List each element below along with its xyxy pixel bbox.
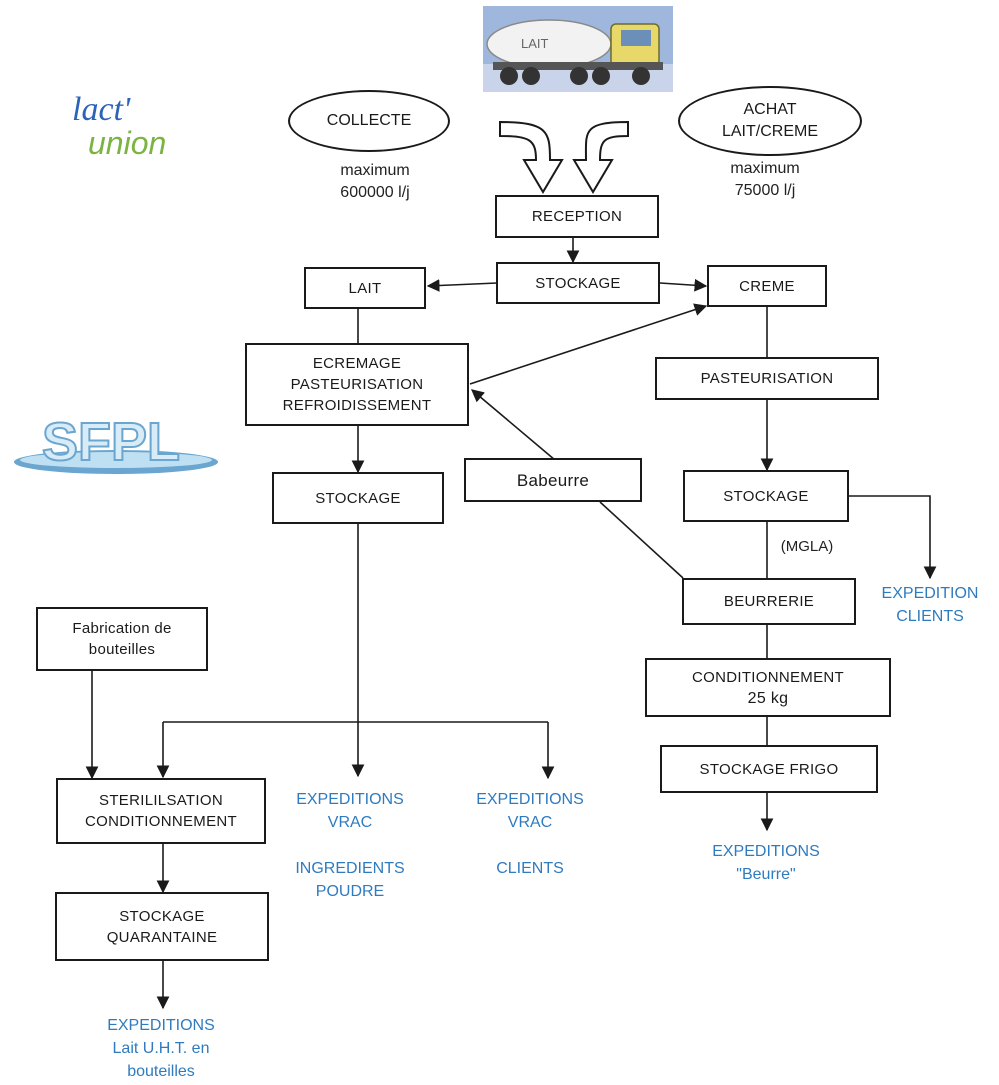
quarantaine-line1: STOCKAGE	[119, 907, 205, 925]
lait-box: LAIT	[304, 267, 426, 309]
output-expeditions-uht-line3: bouteilles	[127, 1063, 195, 1080]
ecremage-line1: ECREMAGE	[312, 355, 402, 372]
truck-label: LAIT	[521, 36, 549, 51]
milk-truck-illustration: LAIT	[483, 6, 673, 92]
sterilisation-line1: STERILILSATION	[99, 792, 223, 809]
output-expeditions-uht: EXPEDITIONS Lait U.H.T. en bouteilles	[78, 1014, 244, 1083]
quarantaine-box: STOCKAGE QUARANTAINE	[55, 892, 269, 961]
quarantaine-line2: QUARANTAINE	[106, 928, 218, 946]
ecremage-box: ECREMAGE PASTEURISATION REFROIDISSEMENT	[245, 343, 469, 426]
output-expeditions-beurre-line2: "Beurre"	[736, 866, 796, 883]
beurrerie-to-babeurre-branch	[599, 501, 684, 579]
achat-node: ACHAT LAIT/CREME	[678, 86, 862, 156]
stockage-lait-label: STOCKAGE	[315, 489, 401, 507]
reception-box: RECEPTION	[495, 195, 659, 238]
collecte-capacity-line1: maximum	[340, 162, 410, 179]
output-expeditions-beurre-line1: EXPEDITIONS	[712, 843, 820, 860]
creme-box: CREME	[707, 265, 827, 307]
pasteurisation-box: PASTEURISATION	[655, 357, 879, 400]
svg-text:union: union	[88, 125, 166, 161]
sfpl-logo: SFPL	[14, 411, 218, 474]
conditionnement-line1: CONDITIONNEMENT	[692, 668, 844, 686]
collecte-capacity: maximum 600000 l/j	[300, 160, 450, 204]
output-vrac-clients-line1: EXPEDITIONS	[476, 791, 584, 808]
stockage-to-lait	[426, 279, 498, 292]
svg-text:SFPL: SFPL	[42, 412, 180, 472]
output-expeditions-uht-line2: Lait U.H.T. en	[112, 1040, 210, 1057]
stockage-to-creme	[659, 278, 708, 292]
mgla-label: (MGLA)	[780, 538, 834, 555]
reception-label: RECEPTION	[531, 208, 623, 225]
babeurre-label: Babeurre	[516, 470, 590, 490]
output-vrac-ingredients-line4: POUDRE	[315, 883, 385, 900]
stockage-creme-label: STOCKAGE	[723, 487, 809, 505]
output-vrac-clients: EXPEDITIONS VRAC CLIENTS	[452, 788, 608, 880]
svg-text:lact': lact'	[72, 91, 131, 128]
output-vrac-ingredients-line2: VRAC	[327, 814, 373, 831]
intake-arrow-right	[572, 120, 629, 194]
collecte-label: COLLECTE	[326, 112, 412, 129]
ecremage-line3: REFROIDISSEMENT	[282, 397, 432, 414]
stockage-creme-to-clients	[849, 495, 937, 580]
output-expedition-clients-line2: CLIENTS	[896, 608, 964, 625]
output-vrac-ingredients: EXPEDITIONS VRAC INGREDIENTS POUDRE	[272, 788, 428, 903]
output-vrac-clients-line3: CLIENTS	[496, 860, 564, 877]
beurrerie-box: BEURRERIE	[682, 578, 856, 625]
output-expeditions-uht-line1: EXPEDITIONS	[107, 1017, 215, 1034]
fabrication-box: Fabrication de bouteilles	[36, 607, 208, 671]
collecte-node: COLLECTE	[288, 90, 450, 152]
output-vrac-clients-line2: VRAC	[507, 814, 553, 831]
achat-label-line1: ACHAT	[743, 101, 797, 118]
stockage-frigo-label: STOCKAGE FRIGO	[699, 760, 839, 778]
conditionnement-line2: 25 kg	[747, 689, 789, 707]
conditionnement-box: CONDITIONNEMENT 25 kg	[645, 658, 891, 717]
babeurre-to-ecremage	[471, 389, 556, 461]
ecremage-line2: PASTEURISATION	[290, 376, 424, 393]
achat-label-line2: LAIT/CREME	[721, 123, 818, 140]
output-expedition-clients-line1: EXPEDITION	[881, 585, 979, 602]
stockage-main-box: STOCKAGE	[496, 262, 660, 304]
pasteurisation-label: PASTEURISATION	[700, 370, 834, 387]
achat-capacity-line1: maximum	[730, 160, 800, 177]
beurrerie-label: BEURRERIE	[723, 593, 815, 610]
stockage-creme-box: STOCKAGE	[683, 470, 849, 522]
sterilisation-line2: CONDITIONNEMENT	[85, 813, 237, 830]
intake-arrow-left	[499, 120, 564, 194]
output-vrac-ingredients-spacer	[272, 834, 428, 857]
output-expedition-clients: EXPEDITION CLIENTS	[862, 582, 998, 628]
babeurre-box: Babeurre	[464, 458, 642, 502]
output-vrac-clients-spacer	[452, 834, 608, 857]
achat-capacity: maximum 75000 l/j	[690, 158, 840, 202]
ecremage-to-creme	[469, 303, 708, 385]
stockage-frigo-box: STOCKAGE FRIGO	[660, 745, 878, 793]
sterilisation-box: STERILILSATION CONDITIONNEMENT	[56, 778, 266, 844]
collecte-capacity-line2: 600000 l/j	[340, 184, 410, 201]
creme-label: CREME	[739, 277, 795, 295]
fabrication-line1: Fabrication de	[72, 620, 172, 637]
achat-capacity-line2: 75000 l/j	[734, 182, 796, 199]
output-vrac-ingredients-line3: INGREDIENTS	[295, 860, 405, 877]
output-vrac-ingredients-line1: EXPEDITIONS	[296, 791, 404, 808]
fabrication-line2: bouteilles	[88, 641, 156, 658]
lait-label: LAIT	[348, 279, 382, 297]
lact-union-logo: lact' union	[72, 91, 166, 161]
output-expeditions-beurre: EXPEDITIONS "Beurre"	[686, 840, 846, 886]
stockage-main-label: STOCKAGE	[535, 274, 621, 292]
stockage-lait-box: STOCKAGE	[272, 472, 444, 524]
